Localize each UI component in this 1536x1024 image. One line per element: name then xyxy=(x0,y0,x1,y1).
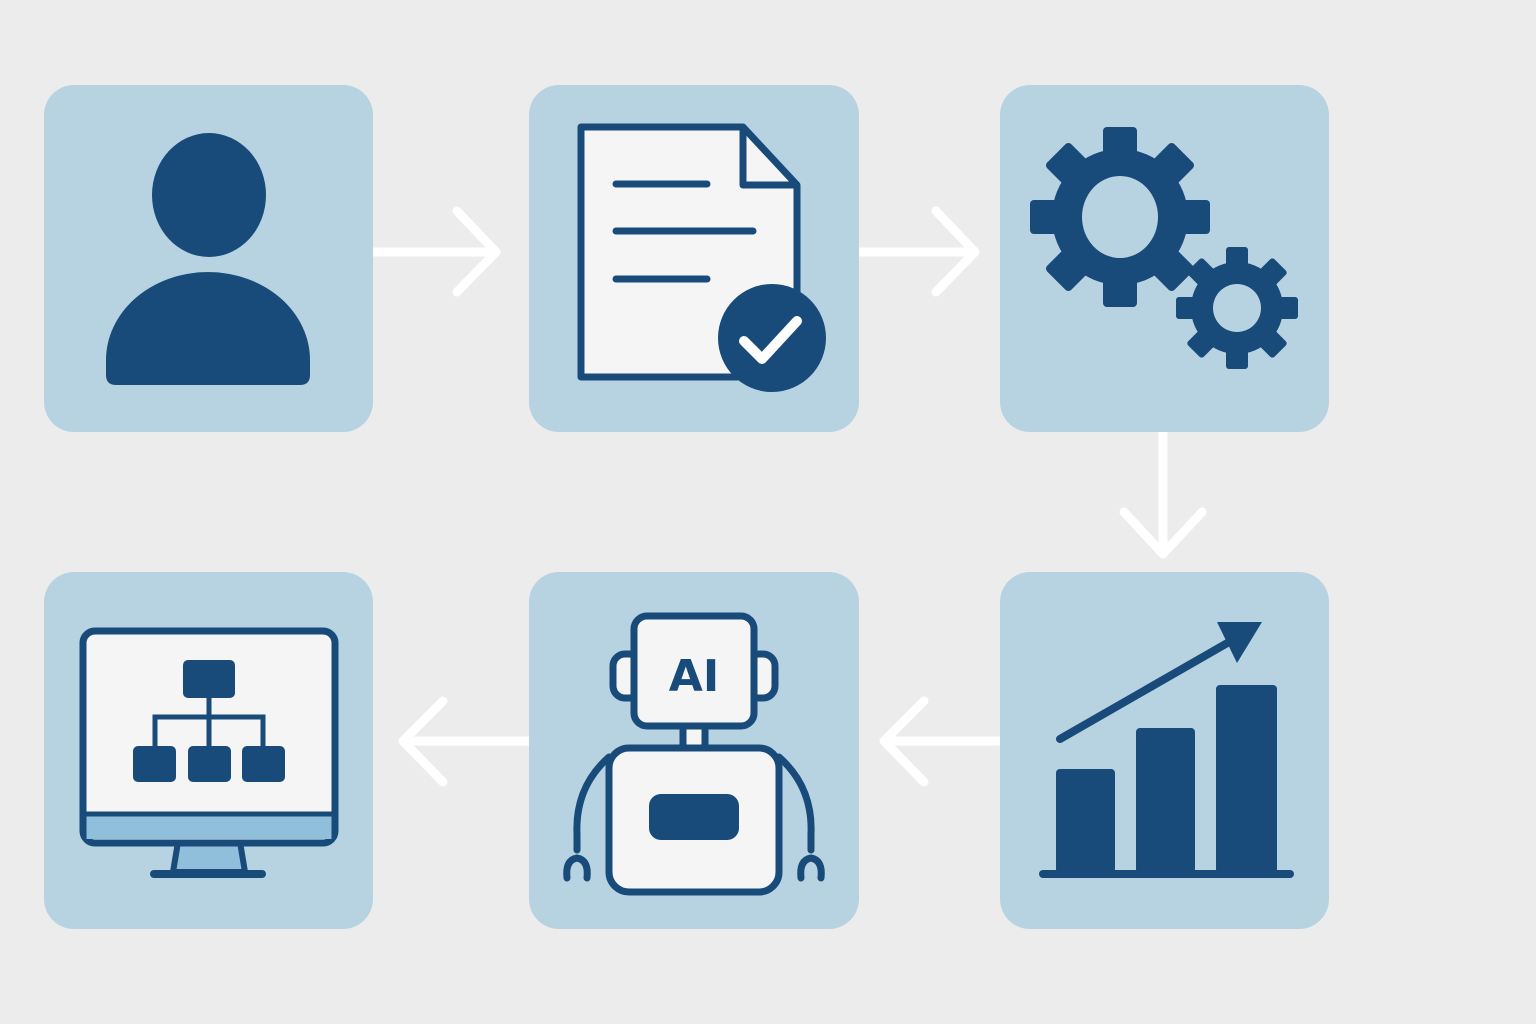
arrow-right-1 xyxy=(368,206,501,297)
small-gear-icon xyxy=(1176,247,1298,369)
step-user-tile xyxy=(44,85,373,432)
growth-chart-icon xyxy=(1039,622,1294,878)
approved-document-icon xyxy=(577,123,826,392)
step-ai-robot-tile: AI xyxy=(529,572,859,929)
arrow-down-1 xyxy=(1119,427,1207,559)
step-document-tile xyxy=(529,85,859,432)
arrow-left-2 xyxy=(398,696,534,787)
step-monitor-tile xyxy=(44,572,373,929)
ai-robot-icon: AI xyxy=(563,612,825,896)
step-growth-chart-tile xyxy=(1000,572,1329,929)
ai-label: AI xyxy=(669,651,719,702)
arrow-right-2 xyxy=(854,206,980,297)
arrow-left-1 xyxy=(879,696,1005,787)
monitor-org-chart-icon xyxy=(79,627,339,878)
gears-icon xyxy=(1030,127,1298,369)
user-icon xyxy=(106,133,310,385)
org-chart-icon xyxy=(133,660,285,782)
step-gears-tile xyxy=(1000,85,1329,432)
large-gear-icon xyxy=(1030,127,1210,307)
